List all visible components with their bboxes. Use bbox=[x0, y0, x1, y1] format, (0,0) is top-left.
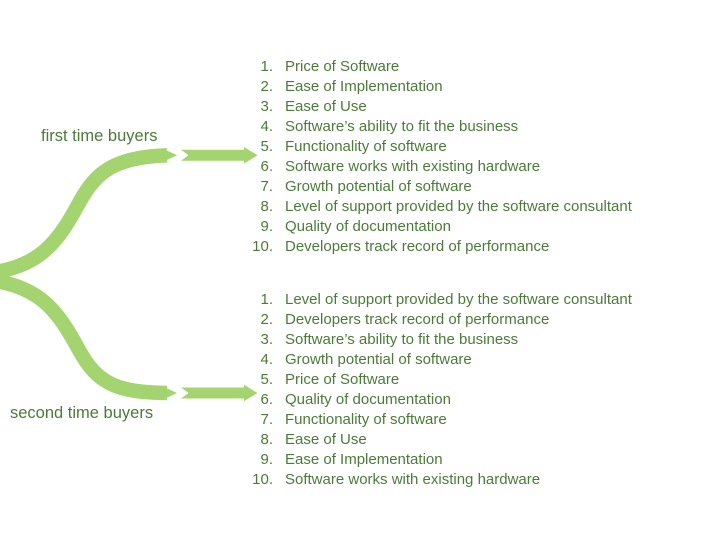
list-item-text: Level of support provided by the softwar… bbox=[285, 198, 632, 215]
list-item-text: Quality of documentation bbox=[285, 218, 451, 235]
list-item-text: Ease of Use bbox=[285, 431, 367, 448]
list-item: 7. Growth potential of software bbox=[247, 177, 632, 197]
list-item-text: Developers track record of performance bbox=[285, 311, 550, 328]
branch-connector-second-time-buyers bbox=[0, 274, 258, 402]
list-item: 10. Developers track record of performan… bbox=[247, 237, 632, 257]
list-item-number: 6. bbox=[260, 391, 273, 408]
list-item-text: Growth potential of software bbox=[285, 178, 472, 195]
list-item-number: 4. bbox=[260, 118, 273, 135]
list-item-text: Software works with existing hardware bbox=[285, 471, 541, 488]
list-item-text: Functionality of software bbox=[285, 411, 447, 428]
list-item-number: 1. bbox=[260, 58, 273, 75]
list-item-number: 2. bbox=[260, 78, 273, 95]
list-item-text: Quality of documentation bbox=[285, 391, 451, 408]
list-item: 1. Price of Software bbox=[247, 57, 632, 77]
list-item-number: 9. bbox=[260, 451, 273, 468]
list-item-text: Ease of Implementation bbox=[285, 451, 443, 468]
second-time-buyers-list: 1. Level of support provided by the soft… bbox=[247, 290, 632, 490]
list-item-number: 8. bbox=[260, 198, 273, 215]
list-item-number: 7. bbox=[260, 411, 273, 428]
list-item: 8. Ease of Use bbox=[247, 430, 632, 450]
first-time-buyers-list: 1. Price of Software 2. Ease of Implemen… bbox=[247, 57, 632, 257]
list-item-text: Ease of Implementation bbox=[285, 78, 443, 95]
list-item-text: Software’s ability to fit the business bbox=[285, 331, 519, 348]
list-item-text: Functionality of software bbox=[285, 138, 447, 155]
list-item-number: 8. bbox=[260, 431, 273, 448]
list-item-number: 5. bbox=[260, 371, 273, 388]
list-item: 4. Software’s ability to fit the busines… bbox=[247, 117, 632, 137]
list-item-number: 6. bbox=[260, 158, 273, 175]
list-item-number: 10. bbox=[252, 238, 273, 255]
list-item-text: Level of support provided by the softwar… bbox=[285, 291, 632, 308]
list-item: 9. Quality of documentation bbox=[247, 217, 632, 237]
branch-label-second-time-buyers: second time buyers bbox=[10, 404, 154, 422]
list-item: 6. Software works with existing hardware bbox=[247, 157, 632, 177]
branch-arrowhead-first bbox=[181, 147, 258, 164]
list-item: 8. Level of support provided by the soft… bbox=[247, 197, 632, 217]
list-item: 7. Functionality of software bbox=[247, 410, 632, 430]
list-item-text: Growth potential of software bbox=[285, 351, 472, 368]
list-item: 5. Price of Software bbox=[247, 370, 632, 390]
list-item: 2. Ease of Implementation bbox=[247, 77, 632, 97]
list-item-text: Ease of Use bbox=[285, 98, 367, 115]
list-item-text: Price of Software bbox=[285, 58, 400, 75]
list-item: 3. Software’s ability to fit the busines… bbox=[247, 330, 632, 350]
list-item: 5. Functionality of software bbox=[247, 137, 632, 157]
list-item-number: 2. bbox=[260, 311, 273, 328]
list-item: 9. Ease of Implementation bbox=[247, 450, 632, 470]
branch-arrowhead-second bbox=[181, 384, 258, 402]
list-item-number: 1. bbox=[260, 291, 273, 308]
branch-curve-second bbox=[0, 274, 168, 401]
list-item-number: 3. bbox=[260, 98, 273, 115]
list-item-number: 3. bbox=[260, 331, 273, 348]
branch-label-first-time-buyers: first time buyers bbox=[41, 127, 158, 145]
list-item-text: Developers track record of performance bbox=[285, 238, 550, 255]
branch-connector-first-time-buyers bbox=[0, 147, 258, 279]
list-item-text: Price of Software bbox=[285, 371, 400, 388]
list-item: 4. Growth potential of software bbox=[247, 350, 632, 370]
list-item: 10. Software works with existing hardwar… bbox=[247, 470, 632, 490]
list-item: 3. Ease of Use bbox=[247, 97, 632, 117]
branch-chevron-tip-first bbox=[163, 148, 177, 162]
list-item: 1. Level of support provided by the soft… bbox=[247, 290, 632, 310]
list-item-number: 10. bbox=[252, 471, 273, 488]
branch-curve-first bbox=[0, 148, 168, 279]
list-item-text: Software works with existing hardware bbox=[285, 158, 541, 175]
branch-chevron-tip-second bbox=[163, 386, 177, 400]
list-item-number: 4. bbox=[260, 351, 273, 368]
list-item-number: 7. bbox=[260, 178, 273, 195]
list-item-text: Software’s ability to fit the business bbox=[285, 118, 519, 135]
list-item: 6. Quality of documentation bbox=[247, 390, 632, 410]
list-item: 2. Developers track record of performanc… bbox=[247, 310, 632, 330]
list-item-number: 5. bbox=[260, 138, 273, 155]
list-item-number: 9. bbox=[260, 218, 273, 235]
